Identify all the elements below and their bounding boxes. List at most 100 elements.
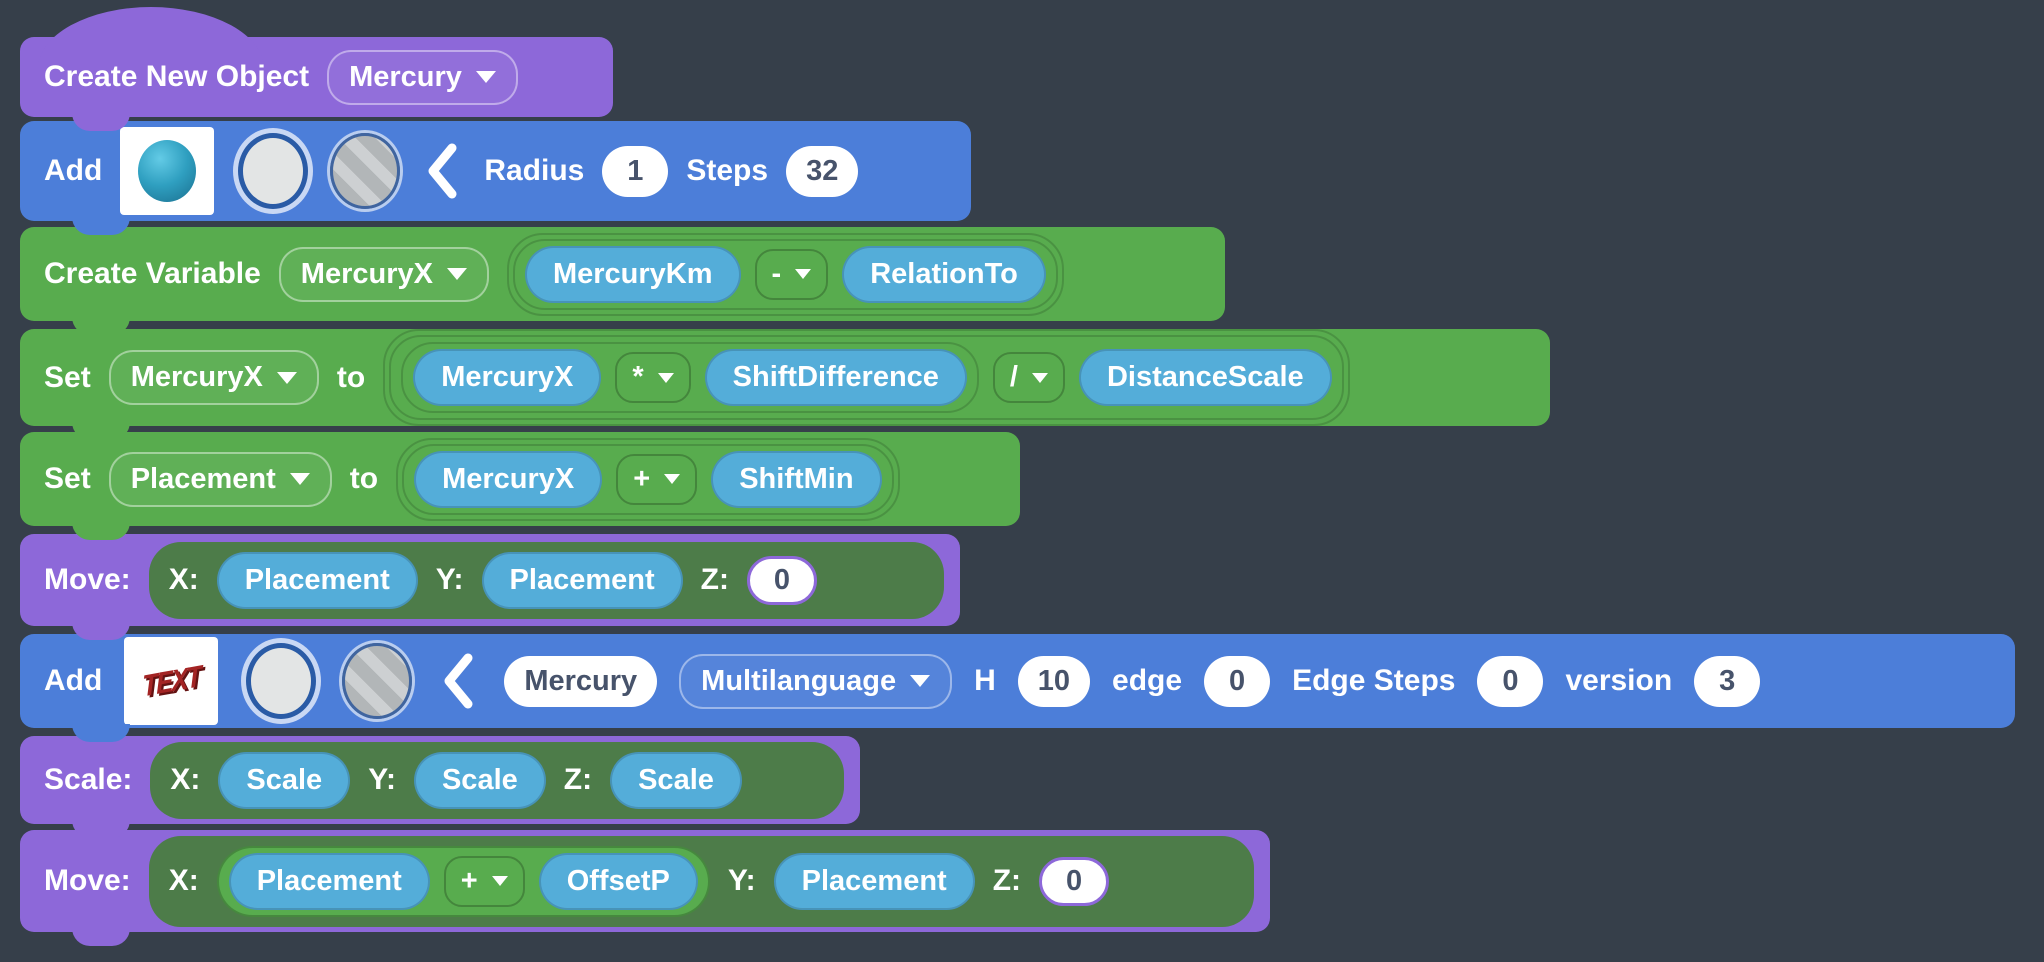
operator-value: - — [771, 257, 782, 290]
block-add-text[interactable]: Add TEXT Mercury Multilanguage H 10 edge… — [20, 634, 2015, 742]
operator-dropdown[interactable]: + — [616, 453, 698, 505]
operand-left-pill[interactable]: MercuryX — [414, 450, 603, 508]
variable-dropdown[interactable]: MercuryX — [108, 350, 319, 405]
operand-pill[interactable]: DistanceScale — [1078, 349, 1332, 406]
edge-field[interactable]: 0 — [1204, 655, 1271, 707]
y-value-pill[interactable]: Placement — [481, 551, 683, 609]
operand-pill[interactable]: MercuryX — [413, 349, 602, 406]
to-label: to — [336, 360, 366, 394]
steps-field[interactable]: 32 — [786, 145, 859, 197]
block-create-variable[interactable]: Create Variable MercuryX MercuryKm - Rel… — [20, 227, 1225, 335]
operand-left-pill[interactable]: MercuryKm — [524, 245, 741, 303]
z-value-field[interactable]: 0 — [1039, 856, 1110, 906]
version-field[interactable]: 3 — [1694, 655, 1761, 707]
divide-expression[interactable]: MercuryX * ShiftDifference / DistanceSca… — [389, 335, 1344, 420]
add-label: Add — [44, 154, 103, 187]
x-value-pill[interactable]: Placement — [216, 551, 418, 609]
z-value-pill[interactable]: Scale — [610, 751, 742, 809]
operand-right-pill[interactable]: ShiftMin — [711, 450, 882, 508]
h-field[interactable]: 10 — [1017, 655, 1091, 707]
version-label: version — [1565, 664, 1673, 697]
block-move-1[interactable]: Move: X: Placement Y: Placement Z: 0 — [20, 534, 960, 640]
dropdown-caret-icon — [475, 71, 496, 83]
expression-slot: MercuryX + ShiftMin — [396, 437, 900, 521]
h-label: H — [974, 664, 996, 697]
y-value-pill[interactable]: Placement — [773, 852, 975, 910]
connector-tab — [72, 820, 130, 838]
texture-circle-button[interactable] — [342, 643, 413, 719]
operator-value: + — [633, 462, 651, 495]
sphere-icon — [138, 140, 197, 202]
z-label: Z: — [563, 763, 593, 796]
object-name-value: Mercury — [349, 60, 462, 93]
operand-right-pill[interactable]: OffsetP — [538, 852, 698, 910]
connector-tab — [72, 928, 130, 946]
material-circle-button[interactable] — [238, 133, 309, 209]
variable-dropdown[interactable]: Placement — [108, 451, 332, 507]
block-add-sphere[interactable]: Add Radius 1 Steps 32 — [20, 121, 971, 235]
y-value-pill[interactable]: Scale — [413, 751, 546, 809]
object-name-dropdown[interactable]: Mercury — [327, 49, 518, 105]
operator-dropdown[interactable]: / — [992, 352, 1065, 403]
collapse-chevron-icon[interactable] — [442, 652, 474, 710]
text-preview-button[interactable]: TEXT — [124, 637, 219, 725]
dropdown-caret-icon — [664, 474, 681, 484]
connector-tab — [72, 317, 130, 335]
variable-value: Placement — [130, 462, 276, 495]
coordinates-container: X: Placement + OffsetP Y: Placement Z: 0 — [148, 835, 1254, 927]
add-expression[interactable]: MercuryX + ShiftMin — [402, 443, 894, 515]
text-3d-icon: TEXT — [141, 657, 201, 703]
steps-label: Steps — [686, 154, 769, 187]
dropdown-caret-icon — [910, 675, 931, 687]
operator-dropdown[interactable]: + — [443, 855, 525, 907]
y-label: Y: — [368, 763, 396, 796]
operator-dropdown[interactable]: - — [754, 248, 829, 300]
block-create-new-object[interactable]: Create New Object Mercury — [20, 7, 613, 131]
add-expression[interactable]: Placement + OffsetP — [216, 845, 710, 917]
collapse-chevron-icon[interactable] — [426, 142, 458, 200]
block-scale[interactable]: Scale: X: Scale Y: Scale Z: Scale — [20, 736, 860, 838]
create-object-label: Create New Object — [44, 60, 310, 93]
coordinates-container: X: Placement Y: Placement Z: 0 — [148, 541, 944, 619]
operand-pill[interactable]: ShiftDifference — [704, 349, 967, 406]
language-value: Multilanguage — [701, 664, 897, 697]
edge-label: edge — [1112, 664, 1183, 697]
operand-left-pill[interactable]: Placement — [228, 852, 430, 910]
x-value-pill[interactable]: Scale — [218, 751, 351, 809]
multiply-expression[interactable]: MercuryX * ShiftDifference — [401, 342, 979, 413]
connector-tab — [72, 622, 130, 640]
x-label: X: — [170, 763, 201, 796]
operator-value: + — [460, 864, 478, 897]
move-label: Move: — [44, 864, 131, 897]
create-variable-label: Create Variable — [44, 257, 261, 290]
block-set-mercuryx[interactable]: Set MercuryX to MercuryX * ShiftDifferen… — [20, 329, 1550, 440]
z-value-field[interactable]: 0 — [746, 555, 817, 605]
dropdown-caret-icon — [1031, 372, 1048, 383]
variable-value: MercuryX — [300, 257, 433, 290]
dropdown-caret-icon — [795, 269, 812, 279]
x-label: X: — [168, 864, 199, 897]
operator-value: * — [632, 361, 644, 393]
operand-right-pill[interactable]: RelationTo — [842, 245, 1046, 303]
block-set-placement[interactable]: Set Placement to MercuryX + ShiftMin — [20, 432, 1020, 540]
material-circle-button[interactable] — [246, 643, 317, 719]
dropdown-caret-icon — [289, 473, 310, 485]
language-dropdown[interactable]: Multilanguage — [679, 653, 953, 709]
variable-value: MercuryX — [130, 361, 263, 393]
radius-field[interactable]: 1 — [602, 145, 669, 197]
connector-tab — [72, 113, 130, 131]
expression-slot: MercuryKm - RelationTo — [506, 232, 1064, 316]
subtract-expression[interactable]: MercuryKm - RelationTo — [512, 238, 1058, 310]
scale-label: Scale: — [44, 763, 133, 796]
connector-tab — [72, 422, 130, 440]
sphere-preview-button[interactable] — [120, 127, 215, 215]
edge-steps-label: Edge Steps — [1292, 664, 1456, 697]
texture-circle-button[interactable] — [330, 133, 401, 209]
text-name-field[interactable]: Mercury — [504, 655, 658, 707]
operator-dropdown[interactable]: * — [615, 352, 691, 403]
block-move-2[interactable]: Move: X: Placement + OffsetP Y: Placemen… — [20, 830, 1270, 946]
operator-value: / — [1009, 361, 1018, 393]
variable-dropdown[interactable]: MercuryX — [278, 246, 489, 302]
edge-steps-field[interactable]: 0 — [1477, 655, 1544, 707]
